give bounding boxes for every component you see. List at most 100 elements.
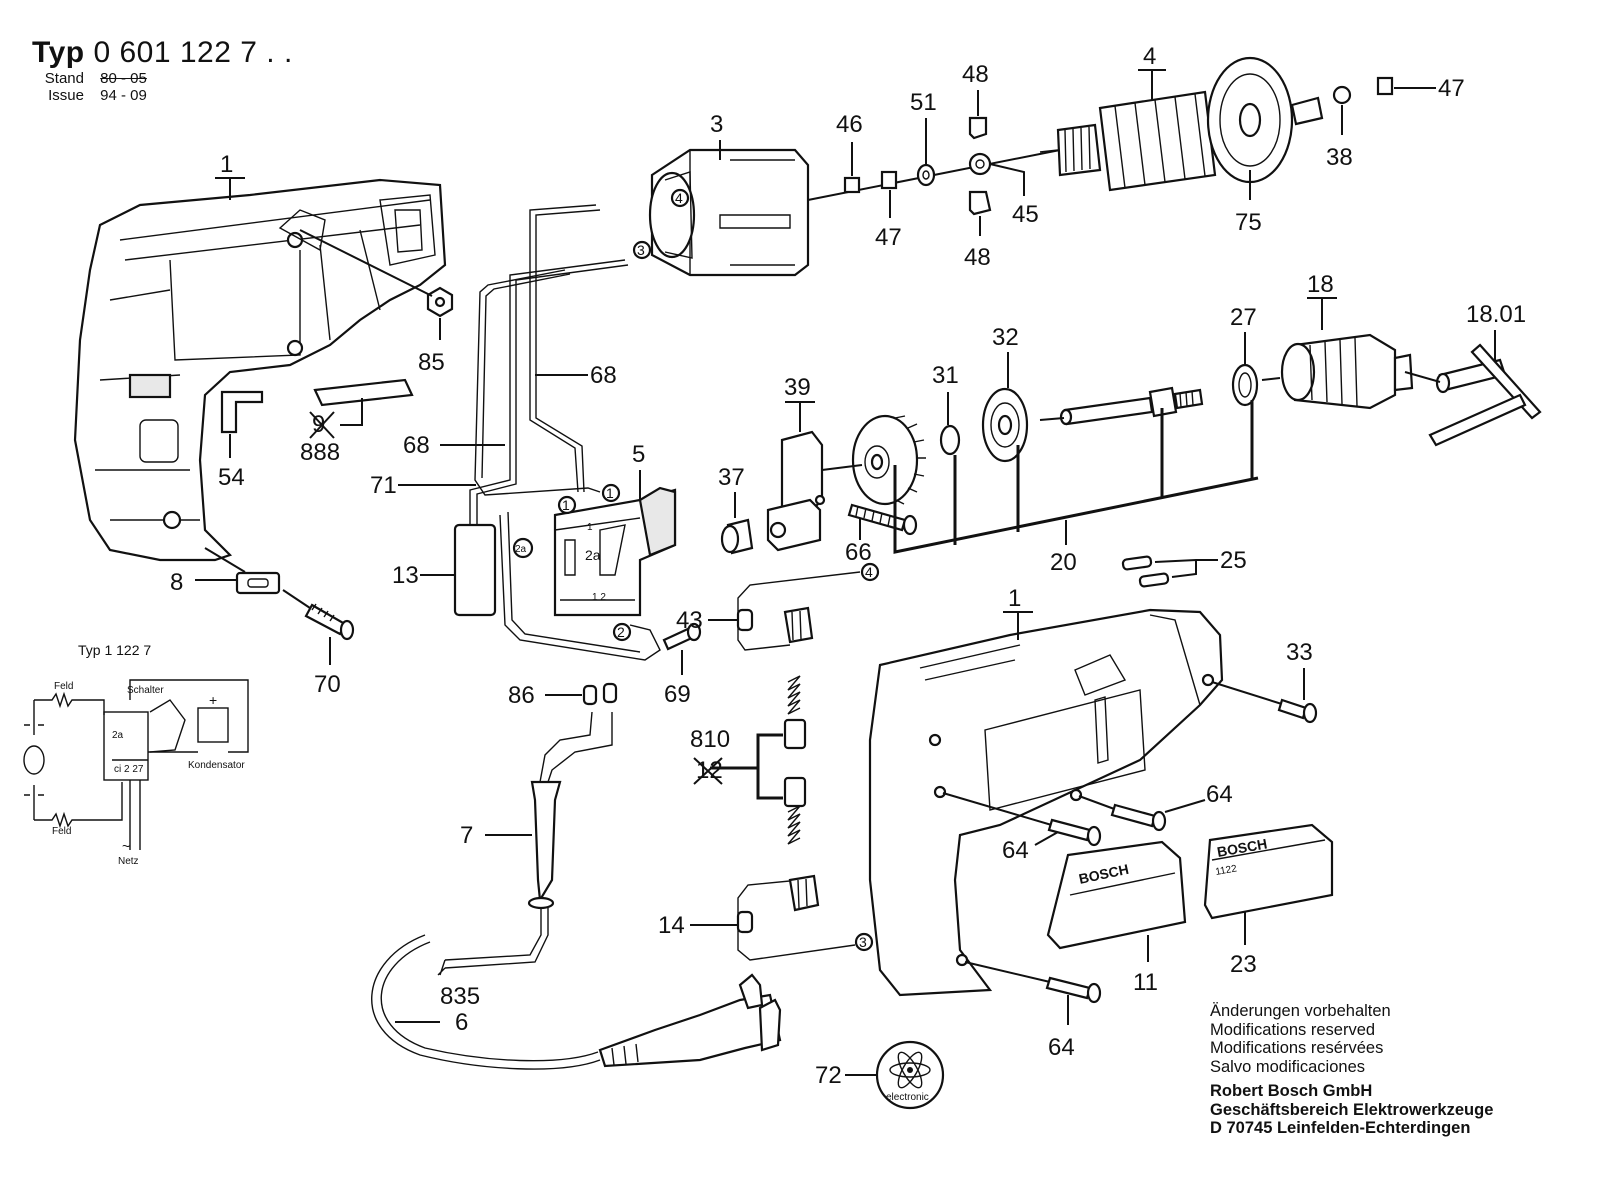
switch-label-1: 1 — [587, 522, 593, 533]
label-54: 54 — [218, 464, 245, 491]
part-70-screw — [282, 589, 355, 641]
marker-4-field: 4 — [675, 190, 683, 206]
company-division: Geschäftsbereich Elektrowerkzeuge — [1210, 1100, 1494, 1119]
wiring-schematic: Typ 1 122 7 Feld Feld Schalter Kondensat… — [23, 642, 249, 867]
part-8-slot — [247, 578, 269, 588]
schematic-terms-bottom: ci 2 27 — [114, 764, 144, 775]
strike-12-b — [693, 757, 723, 785]
label-48-bottom: 48 — [964, 244, 991, 271]
part-18-01-key — [1428, 343, 1542, 447]
label-64-b: 64 — [1206, 781, 1233, 808]
marker-2: 2 — [617, 624, 625, 640]
issue-value: 94 - 09 — [100, 87, 147, 104]
part-31-ring — [939, 424, 961, 456]
part-51-hole — [922, 170, 930, 180]
label-48-top: 48 — [962, 61, 989, 88]
part-8-clamp — [235, 571, 281, 595]
company-address: D 70745 Leinfelden-Echterdingen — [1210, 1119, 1471, 1137]
part-48-bottom — [968, 190, 992, 216]
label-32: 32 — [992, 324, 1019, 351]
plate-23-model: 1122 — [1215, 863, 1239, 878]
part-14-brush-holder — [736, 874, 856, 961]
label-18: 18 — [1307, 271, 1334, 298]
schematic-feld-bottom: Feld — [52, 826, 71, 837]
marker-3-wire-circle — [854, 932, 874, 952]
label-14: 14 — [658, 912, 685, 939]
schematic-netz: Netz — [118, 856, 139, 867]
label-31: 31 — [932, 362, 959, 389]
leader-20-group — [893, 400, 1259, 554]
part-25-pin-a — [1121, 555, 1153, 571]
label-33: 33 — [1286, 639, 1313, 666]
schematic-feld-top: Feld — [54, 681, 73, 692]
leader-64-b — [1164, 799, 1206, 813]
part-33-screw — [1211, 681, 1318, 724]
part-5-switch — [553, 486, 677, 617]
part-64-screw-c — [964, 961, 1102, 1004]
label-71: 71 — [370, 472, 397, 499]
issue-row: Issue 94 - 09 — [32, 87, 293, 104]
part-37-bushing — [720, 518, 754, 555]
label-64-a: 64 — [1002, 837, 1029, 864]
label-5: 5 — [632, 441, 645, 468]
schematic-schalter: Schalter — [127, 685, 164, 696]
chuck-axis — [1261, 377, 1281, 381]
typ-label: Typ — [32, 36, 85, 69]
schematic-plus: + — [209, 692, 217, 708]
marker-3-wire: 3 — [859, 934, 867, 950]
housing-half-left — [73, 178, 447, 562]
stand-row: Stand 80 - 05 — [32, 70, 293, 87]
leader-85-axis — [299, 229, 433, 297]
marker-1b-circle — [601, 483, 621, 503]
part-18-chuck — [1280, 333, 1414, 410]
label-51: 51 — [910, 89, 937, 116]
gear-axis — [821, 464, 863, 471]
leader-25 — [1154, 559, 1218, 578]
note-es: Salvo modificaciones — [1210, 1057, 1365, 1076]
spindle-axis — [1039, 417, 1065, 421]
marker-3-field-circle — [632, 240, 652, 260]
label-64-c: 64 — [1048, 1034, 1075, 1061]
part-32-bearing — [981, 387, 1029, 463]
label-47-right: 47 — [1438, 75, 1465, 102]
part-54-bracket — [220, 390, 264, 434]
leader-888 — [340, 398, 363, 426]
note-en: Modifications reserved — [1210, 1020, 1376, 1039]
leader-64-a — [1034, 831, 1059, 846]
schematic-kondensator: Kondensator — [188, 760, 245, 771]
switch-label-12: 1 2 — [592, 592, 606, 603]
label-18-01: 18.01 — [1466, 301, 1526, 328]
schematic-title: Typ 1 122 7 — [78, 642, 151, 658]
label-75: 75 — [1235, 209, 1262, 236]
marker-1b: 1 — [606, 485, 614, 501]
part-43-brush-holder — [736, 571, 861, 651]
issue-label: Issue — [48, 87, 84, 104]
company-name: Robert Bosch GmbH — [1210, 1082, 1373, 1100]
leader-8-axis — [204, 547, 246, 573]
label-1-top: 1 — [220, 151, 233, 178]
part-27-inner — [1238, 372, 1252, 398]
part-888-plate — [313, 378, 414, 407]
part-47-left — [880, 170, 898, 190]
part-4-armature — [1039, 56, 1324, 192]
part-86-connector-b — [602, 682, 618, 704]
label-11: 11 — [1133, 969, 1158, 996]
footer: Änderungen vorbehalten Modifications res… — [1210, 1002, 1493, 1138]
label-20: 20 — [1050, 549, 1077, 576]
type-title: Typ 0 601 122 7 . . — [32, 36, 293, 70]
part-gear — [851, 414, 926, 506]
label-68-a: 68 — [590, 362, 617, 389]
stand-value: 80 - 05 — [100, 70, 147, 87]
strike-9-b — [309, 411, 335, 439]
label-1-bottom: 1 — [1008, 585, 1021, 612]
marker-2a-circle — [512, 537, 534, 559]
switch-label-2a: 2a — [585, 547, 601, 563]
part-64-screw-a — [942, 792, 1102, 847]
part-6-cord-plug — [371, 934, 782, 1070]
label-25: 25 — [1220, 547, 1247, 574]
part-7-cable — [437, 711, 613, 976]
label-43: 43 — [676, 607, 703, 634]
label-8: 8 — [170, 569, 183, 596]
part-86-connector-a — [582, 684, 598, 706]
